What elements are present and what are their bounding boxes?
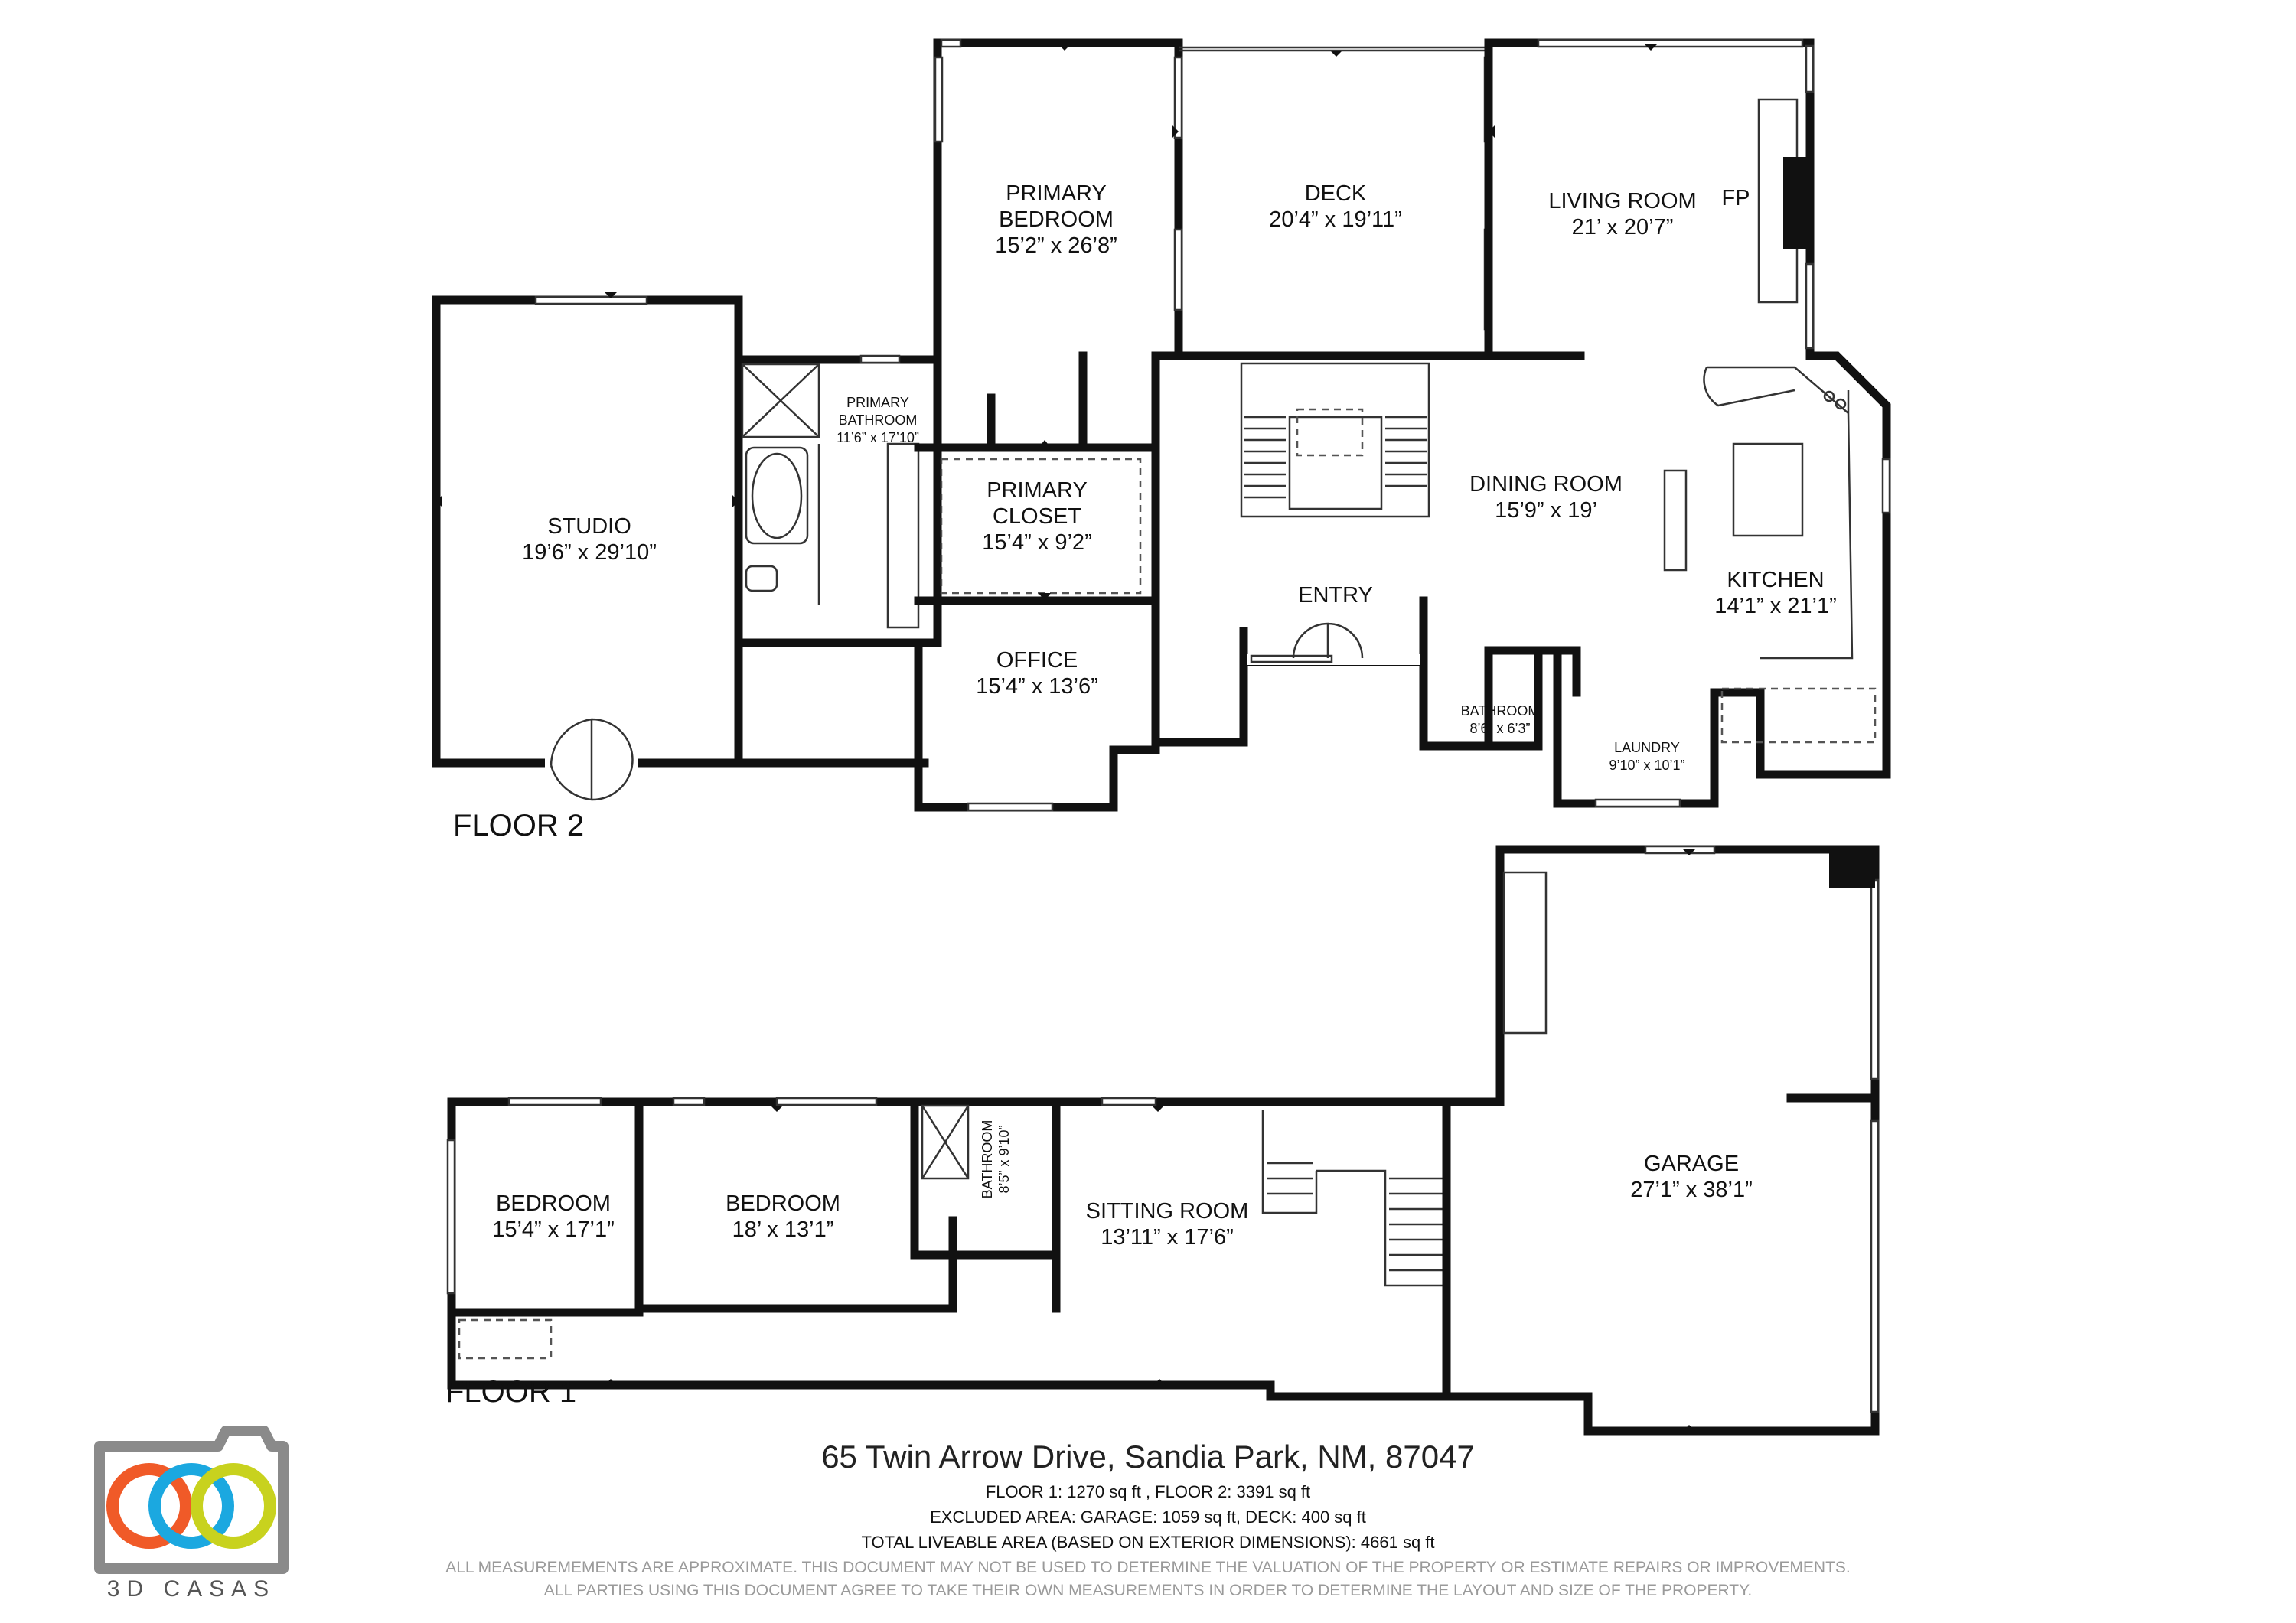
bedroom-b-name: BEDROOM: [726, 1191, 840, 1216]
primary-bedroom-dims: 15’2” x 26’8”: [995, 233, 1117, 258]
primary-bath-name-2: BATHROOM: [839, 412, 918, 428]
camera-icon: [94, 1426, 289, 1574]
floor-1-plan: [446, 845, 1880, 1436]
toilet: [745, 565, 778, 592]
bathroom-f1-walls: [910, 1097, 1061, 1260]
bedroom-a-name: BEDROOM: [496, 1191, 611, 1216]
primary-bath-walls: [734, 355, 942, 647]
closet-a: [458, 1318, 553, 1360]
studio-dims: 19’6” x 29’10”: [522, 540, 657, 565]
ring-orange: [106, 1463, 192, 1549]
primary-closet-dims: 15’4” x 9’2”: [982, 530, 1091, 555]
bar-counter: [1663, 469, 1688, 572]
studio-double-door: [545, 718, 638, 801]
bathroom-f2-walls: [1419, 646, 1543, 751]
3d-casas-logo: [94, 1426, 289, 1574]
kitchen-name: KITCHEN: [1727, 568, 1824, 592]
sitting-room-dims: 13’11” x 17’6”: [1101, 1225, 1234, 1250]
kitchen-dims: 14’1” x 21’1”: [1714, 594, 1837, 618]
bathtub: [745, 446, 809, 545]
laundry-dims: 9’10” x 10’1”: [1609, 758, 1684, 773]
dining-room-name: DINING ROOM: [1469, 472, 1623, 497]
primary-bedroom-name-2: BEDROOM: [999, 207, 1114, 232]
primary-bath-name-1: PRIMARY: [846, 395, 909, 410]
bathroom-f2-dims: 8’6” x 6’3”: [1469, 721, 1530, 736]
total-area: TOTAL LIVEABLE AREA (BASED ON EXTERIOR D…: [861, 1533, 1435, 1552]
primary-bath-dims: 11’6” x 17’10”: [837, 430, 919, 445]
property-address: 65 Twin Arrow Drive, Sandia Park, NM, 87…: [821, 1439, 1475, 1475]
fireplace-label: FP: [1721, 186, 1750, 210]
laundry-walls: [1553, 646, 1765, 808]
bathroom-f1-name: BATHROOM: [980, 1120, 995, 1199]
dining-room-dims: 15’9” x 19’: [1495, 498, 1597, 523]
office-walls: [914, 596, 1160, 812]
floor-1-label: FLOOR 1: [445, 1375, 576, 1409]
living-room-dims: 21’ x 20’7”: [1572, 215, 1674, 240]
dimension-ticks-f1: [605, 849, 1695, 1431]
entry-door: [1247, 622, 1420, 665]
window: [534, 295, 648, 305]
bedroom-b-dims: 18’ x 13’1”: [732, 1217, 834, 1242]
bathroom-f2-name: BATHROOM: [1461, 703, 1540, 719]
laundry-name: LAUNDRY: [1614, 740, 1680, 755]
primary-bedroom-walls: [933, 38, 1183, 364]
floor-2-label: FLOOR 2: [453, 809, 584, 842]
bedroom-a-dims: 15’4” x 17’1”: [492, 1217, 615, 1242]
primary-closet-name-2: CLOSET: [993, 504, 1081, 529]
floor2-stairs: [1240, 362, 1430, 518]
disclaimer-line-1: ALL MEASUREMEMENTS ARE APPROXIMATE. THIS…: [445, 1559, 1851, 1576]
sitting-room-name: SITTING ROOM: [1086, 1199, 1249, 1224]
fireplace: [1783, 157, 1814, 249]
living-room-name: LIVING ROOM: [1548, 189, 1696, 213]
floor1-stairs: [1261, 1110, 1448, 1287]
kitchen-counter: [1707, 366, 1854, 660]
dimension-ticks: [436, 44, 1657, 601]
floor-2-plan: [432, 38, 1891, 812]
deck-name: DECK: [1305, 181, 1367, 206]
primary-bedroom-name-1: PRIMARY: [1006, 181, 1107, 206]
garage-corner-block: [1829, 849, 1875, 888]
entry-name: ENTRY: [1298, 583, 1373, 608]
garage-dims: 27’1” x 38’1”: [1630, 1178, 1753, 1202]
garage-name: GARAGE: [1644, 1152, 1739, 1176]
primary-closet-name-1: PRIMARY: [987, 478, 1088, 503]
logo-text: 3D CASAS: [106, 1576, 276, 1602]
ring-blue: [148, 1463, 234, 1549]
disclaimer-line-2: ALL PARTIES USING THIS DOCUMENT AGREE TO…: [543, 1582, 1753, 1599]
studio-name: STUDIO: [547, 514, 631, 539]
garage-shelf: [1502, 871, 1548, 1035]
deck-dims: 20’4” x 19’11”: [1269, 207, 1402, 232]
excluded-area: EXCLUDED AREA: GARAGE: 1059 sq ft, DECK:…: [930, 1507, 1366, 1527]
floor1-outline: [447, 845, 1880, 1436]
bathroom-f1-dims: 8’5” x 9’10”: [996, 1125, 1012, 1193]
kitchen-island: [1732, 442, 1804, 537]
dining-kitchen-walls: [1151, 351, 1248, 747]
kitchen-counter-lower: [1720, 687, 1877, 744]
vanity: [886, 442, 920, 629]
ring-yellow: [191, 1463, 276, 1549]
shower: [741, 363, 820, 438]
floor-areas: FLOOR 1: 1270 sq ft , FLOOR 2: 3391 sq f…: [985, 1482, 1311, 1501]
office-dims: 15’4” x 13’6”: [976, 674, 1098, 699]
office-name: OFFICE: [996, 648, 1078, 673]
